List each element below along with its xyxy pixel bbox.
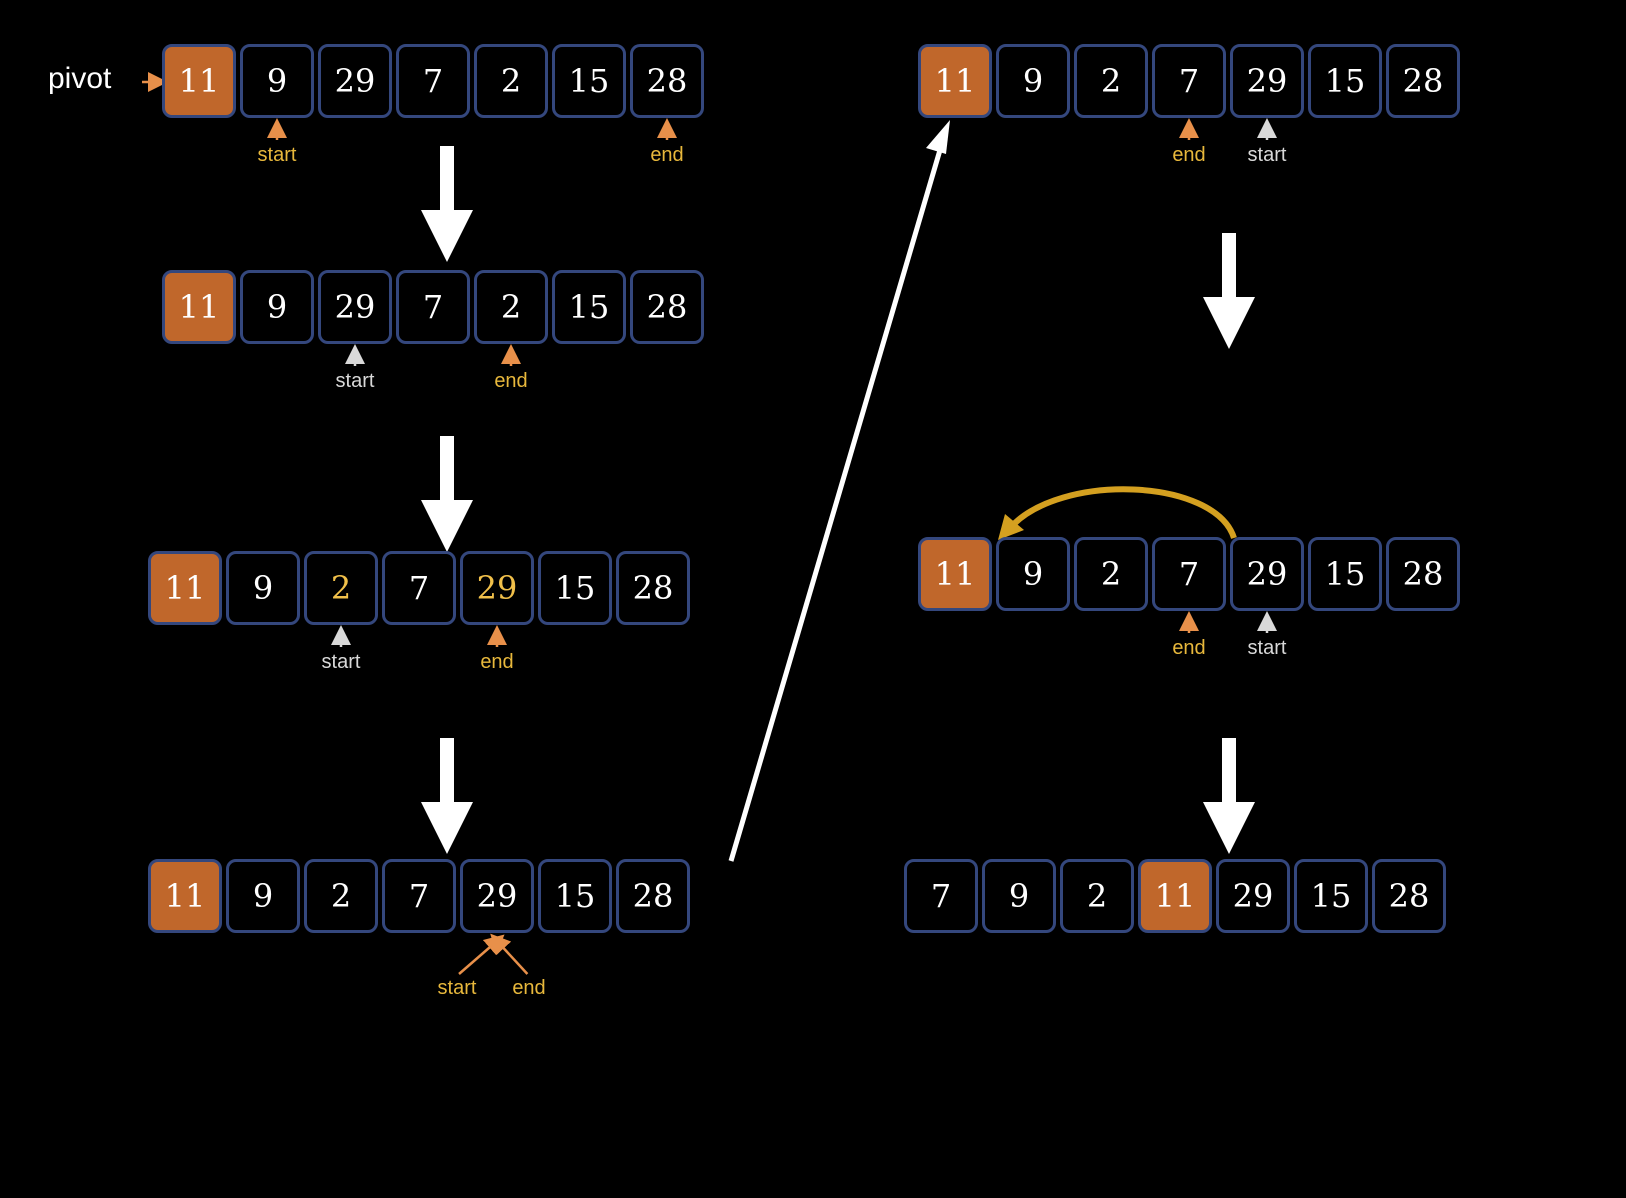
start-pointer-arrow [458,934,505,975]
array-cell: 15 [1308,44,1382,118]
array-cell: 2 [1074,44,1148,118]
start-pointer-label: start [335,370,375,392]
array-cell: 7 [382,859,456,933]
array-cell: 29 [1230,44,1304,118]
pivot-cell: 11 [162,44,236,118]
down-arrow-2-shaft [440,436,454,502]
array-cell: 2 [304,859,378,933]
down-arrow-4-shaft [1222,233,1236,299]
array-cell: 28 [630,44,704,118]
array-cell: 28 [1372,859,1446,933]
array-cell: 9 [996,44,1070,118]
array-cell: 2 [1060,859,1134,933]
array-cell: 15 [1294,859,1368,933]
down-arrow-3-shaft [440,738,454,804]
array-cell: 15 [1308,537,1382,611]
array-cell: 2 [474,44,548,118]
pivot-cell: 11 [918,537,992,611]
end-pointer-label: end [494,370,528,392]
pivot-cell: 11 [148,859,222,933]
pivot-label: pivot [48,62,112,95]
array-cell: 29 [318,270,392,344]
array-cell: 28 [1386,537,1460,611]
array-cell: 29 [1230,537,1304,611]
array-cell: 2 [1074,537,1148,611]
array-cell: 29 [318,44,392,118]
array-cell: 9 [240,44,314,118]
end-pointer-label: end [512,977,546,999]
array-cell: 15 [552,44,626,118]
array-cell: 28 [630,270,704,344]
array-cell: 9 [996,537,1070,611]
array-cell: 29 [460,551,534,625]
array-cell: 9 [982,859,1056,933]
array-cell: 9 [226,859,300,933]
array-cell: 29 [1216,859,1290,933]
array-cell: 2 [304,551,378,625]
end-pointer-label: end [1172,637,1206,659]
end-pointer-label: end [650,144,684,166]
array-cell: 7 [382,551,456,625]
array-cell: 28 [616,551,690,625]
array-cell: 28 [616,859,690,933]
array-cell: 29 [460,859,534,933]
transition-arrow-head [926,120,950,154]
array-cell: 9 [226,551,300,625]
array-cell: 7 [396,270,470,344]
array-cell: 15 [538,551,612,625]
start-pointer-label: start [321,651,361,673]
array-cell: 7 [396,44,470,118]
array-cell: 9 [240,270,314,344]
array-cell: 7 [1152,537,1226,611]
array-cell: 7 [904,859,978,933]
array-cell: 15 [552,270,626,344]
pivot-cell: 11 [162,270,236,344]
end-pointer-label: end [480,651,514,673]
transition-arrow-shaft [728,149,943,862]
array-cell: 2 [474,270,548,344]
pivot-cell: 11 [148,551,222,625]
end-pointer-label: end [1172,144,1206,166]
array-cell: 28 [1386,44,1460,118]
down-arrow-3-head [421,802,473,854]
array-cell: 15 [538,859,612,933]
down-arrow-1-head [421,210,473,262]
swap-arrow-curve [1007,486,1237,540]
start-pointer-label: start [437,977,477,999]
end-pointer-arrow [490,933,529,975]
start-pointer-label: start [257,144,297,166]
down-arrow-2-head [421,500,473,552]
down-arrow-1-shaft [440,146,454,212]
down-arrow-4-head [1203,297,1255,349]
start-pointer-label: start [1247,637,1287,659]
pivot-cell: 11 [1138,859,1212,933]
pivot-cell: 11 [918,44,992,118]
array-cell: 7 [1152,44,1226,118]
down-arrow-5-head [1203,802,1255,854]
down-arrow-5-shaft [1222,738,1236,804]
start-pointer-label: start [1247,144,1287,166]
